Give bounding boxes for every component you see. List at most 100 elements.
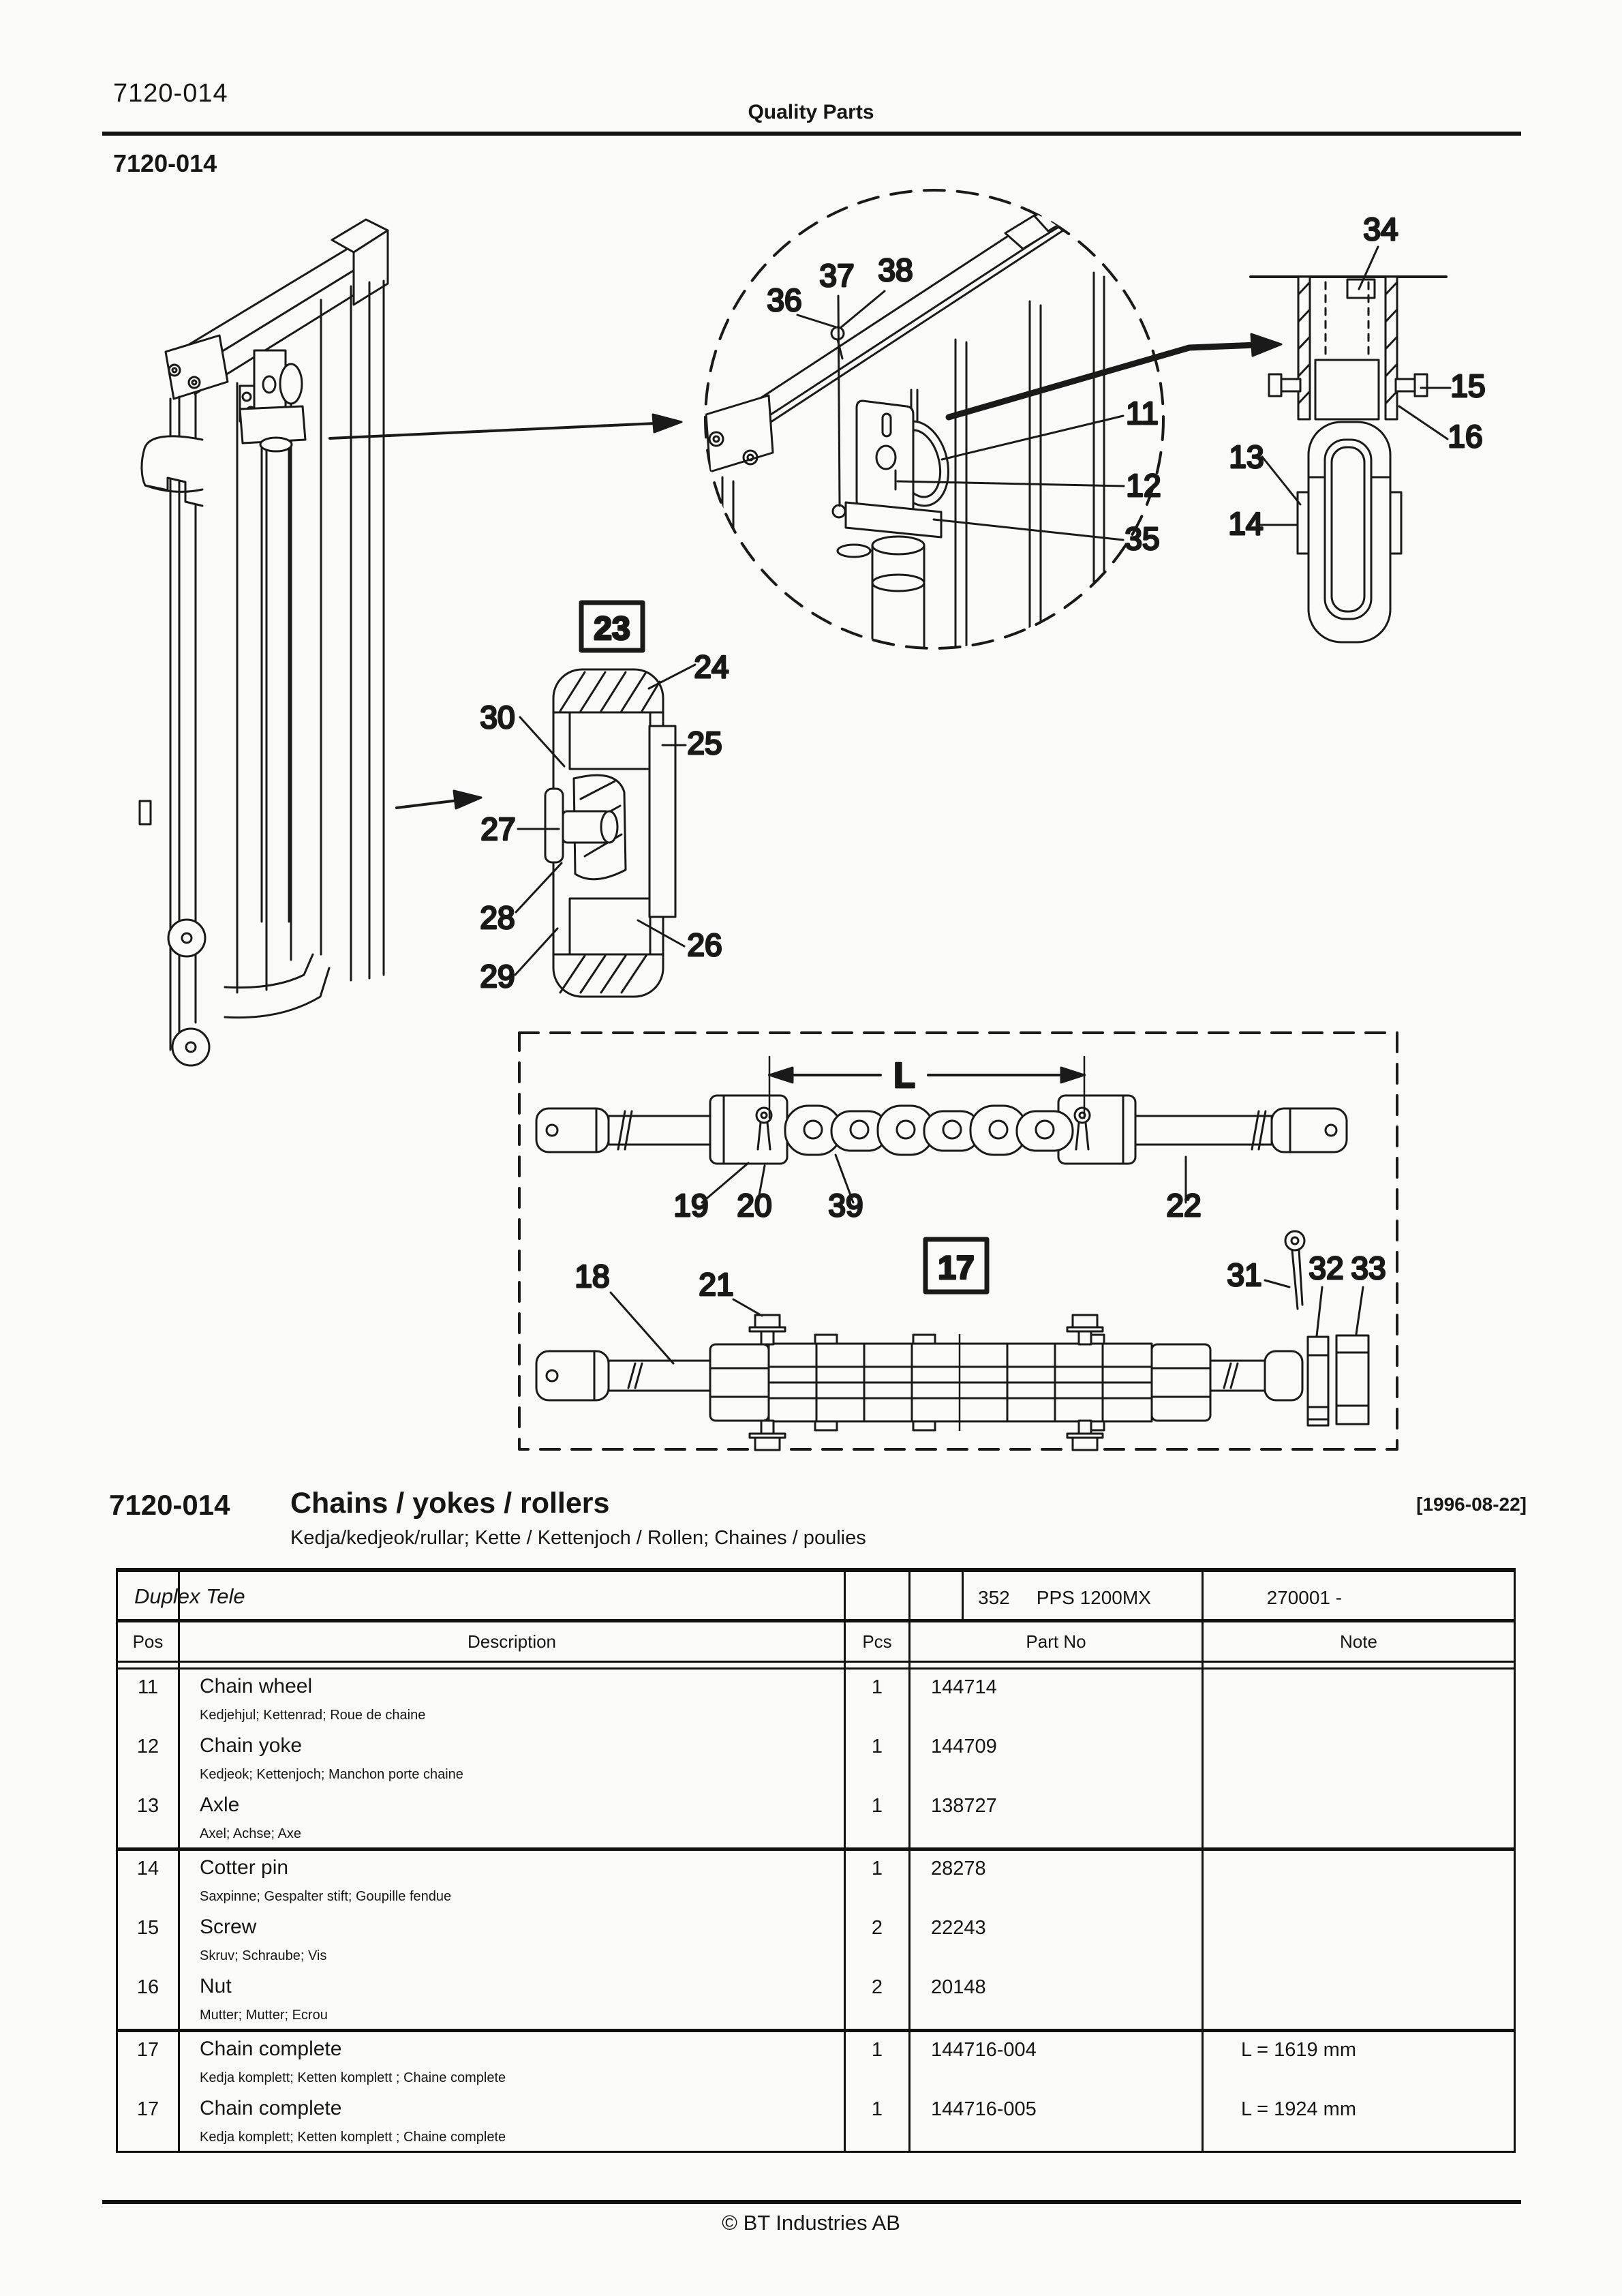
cell-pcs: 1 xyxy=(846,1729,911,1788)
cell-pcs: 1 xyxy=(846,1670,911,1729)
cell-note xyxy=(1204,1910,1514,1969)
callout-16: 16 xyxy=(1448,419,1482,454)
callout-37: 37 xyxy=(819,258,854,293)
section-subtitle: Kedja/kedjeok/rullar; Kette / Kettenjoch… xyxy=(290,1527,866,1549)
callout-27: 27 xyxy=(480,811,515,847)
callout-14: 14 xyxy=(1228,506,1263,541)
footer-copyright: © BT Industries AB xyxy=(722,2211,900,2235)
chain-side-view xyxy=(535,1094,1348,1165)
header-rule xyxy=(102,132,1521,136)
cell-part-no: 22243 xyxy=(911,1910,1204,1969)
callout-18: 18 xyxy=(575,1258,609,1294)
callout-31: 31 xyxy=(1227,1257,1261,1293)
cell-pcs: 1 xyxy=(846,2032,911,2091)
cell-pcs: 2 xyxy=(846,1969,911,2029)
chain-plan-view xyxy=(535,1314,1304,1451)
cell-note xyxy=(1204,1729,1514,1788)
boxed-label-23: 23 xyxy=(594,611,630,647)
variant-divider xyxy=(962,1572,964,1619)
callout-33: 33 xyxy=(1351,1250,1386,1286)
page-title: Quality Parts xyxy=(748,101,874,123)
cell-pos: 15 xyxy=(118,1910,180,1969)
variant-info: 352 PPS 1200MX 270001 - xyxy=(978,1587,1342,1609)
anchor-screws xyxy=(748,1314,1104,1451)
boxed-label-17: 17 xyxy=(938,1250,974,1286)
arrow-to-circle-detail xyxy=(328,413,683,440)
parts-table: Duplex Tele 352 PPS 1200MX 270001 - Pos … xyxy=(116,1568,1516,2153)
callout-19: 19 xyxy=(673,1188,708,1223)
cell-note xyxy=(1204,1670,1514,1729)
cell-pos: 17 xyxy=(118,2091,180,2151)
callout-24: 24 xyxy=(694,649,729,684)
section-date: [1996-08-22] xyxy=(1416,1494,1527,1515)
cell-pos: 14 xyxy=(118,1851,180,1910)
cotter-pin-and-washers xyxy=(1284,1230,1370,1427)
callout-29: 29 xyxy=(480,958,515,994)
cell-pos: 12 xyxy=(118,1729,180,1788)
cell-part-no: 144716-005 xyxy=(911,2091,1204,2151)
cell-part-no: 138727 xyxy=(911,1788,1204,1847)
variant-model: Duplex Tele xyxy=(134,1584,245,1608)
cell-part-no: 144714 xyxy=(911,1670,1204,1729)
parts-diagram: 36 37 38 11 12 35 xyxy=(138,189,1486,1451)
cell-note: L = 1619 mm xyxy=(1241,2039,1356,2061)
table-header-row: Pos Description Pcs Part No Note xyxy=(118,1622,1514,1663)
roller-section-detail: 23 24 xyxy=(479,600,730,998)
arrow-to-yoke-detail xyxy=(945,333,1283,421)
callout-15: 15 xyxy=(1450,368,1485,404)
cell-note: L = 1924 mm xyxy=(1241,2098,1356,2120)
callout-22: 22 xyxy=(1166,1188,1201,1223)
cell-note xyxy=(1204,1969,1514,2029)
doc-number: 7120-014 xyxy=(113,79,228,108)
cell-pos: 17 xyxy=(118,2032,180,2091)
cell-note xyxy=(1204,1851,1514,1910)
cell-part-no: 144709 xyxy=(911,1729,1204,1788)
table-header-double-rule xyxy=(118,1572,1514,2151)
arrow-to-roller-detail xyxy=(395,789,483,810)
cell-pos: 13 xyxy=(118,1788,180,1847)
cell-pcs: 1 xyxy=(846,1851,911,1910)
cell-pos: 16 xyxy=(118,1969,180,2029)
footer-rule xyxy=(102,2200,1521,2204)
variant-serial: 270001 - xyxy=(1266,1587,1343,1608)
callout-20: 20 xyxy=(737,1188,771,1223)
section-code: 7120-014 xyxy=(109,1489,230,1521)
doc-number-bold: 7120-014 xyxy=(113,149,217,177)
cell-pcs: 1 xyxy=(846,1788,911,1847)
cell-part-no: 20148 xyxy=(911,1969,1204,2029)
col-header-description: Description xyxy=(180,1622,846,1661)
chain-assembly-box: L 19 20 39 22 17 xyxy=(518,1031,1398,1451)
circle-detail-leaders xyxy=(796,290,1125,541)
variant-row: Duplex Tele 352 PPS 1200MX 270001 - xyxy=(118,1572,1514,1622)
callout-26: 26 xyxy=(687,927,722,963)
cell-part-no: 28278 xyxy=(911,1851,1204,1910)
variant-type: PPS 1200MX xyxy=(1036,1587,1151,1608)
section-title: Chains / yokes / rollers xyxy=(290,1487,610,1520)
callout-39: 39 xyxy=(828,1188,863,1223)
variant-code: 352 xyxy=(978,1587,1010,1608)
cell-part-no: 144716-004 xyxy=(911,2032,1204,2091)
callout-32: 32 xyxy=(1309,1250,1343,1286)
cell-pcs: 2 xyxy=(846,1910,911,1969)
callout-25: 25 xyxy=(687,725,722,761)
callout-34: 34 xyxy=(1363,211,1398,247)
col-header-note: Note xyxy=(1340,1631,1377,1652)
callout-30: 30 xyxy=(480,699,515,735)
cell-pcs: 1 xyxy=(846,2091,911,2151)
